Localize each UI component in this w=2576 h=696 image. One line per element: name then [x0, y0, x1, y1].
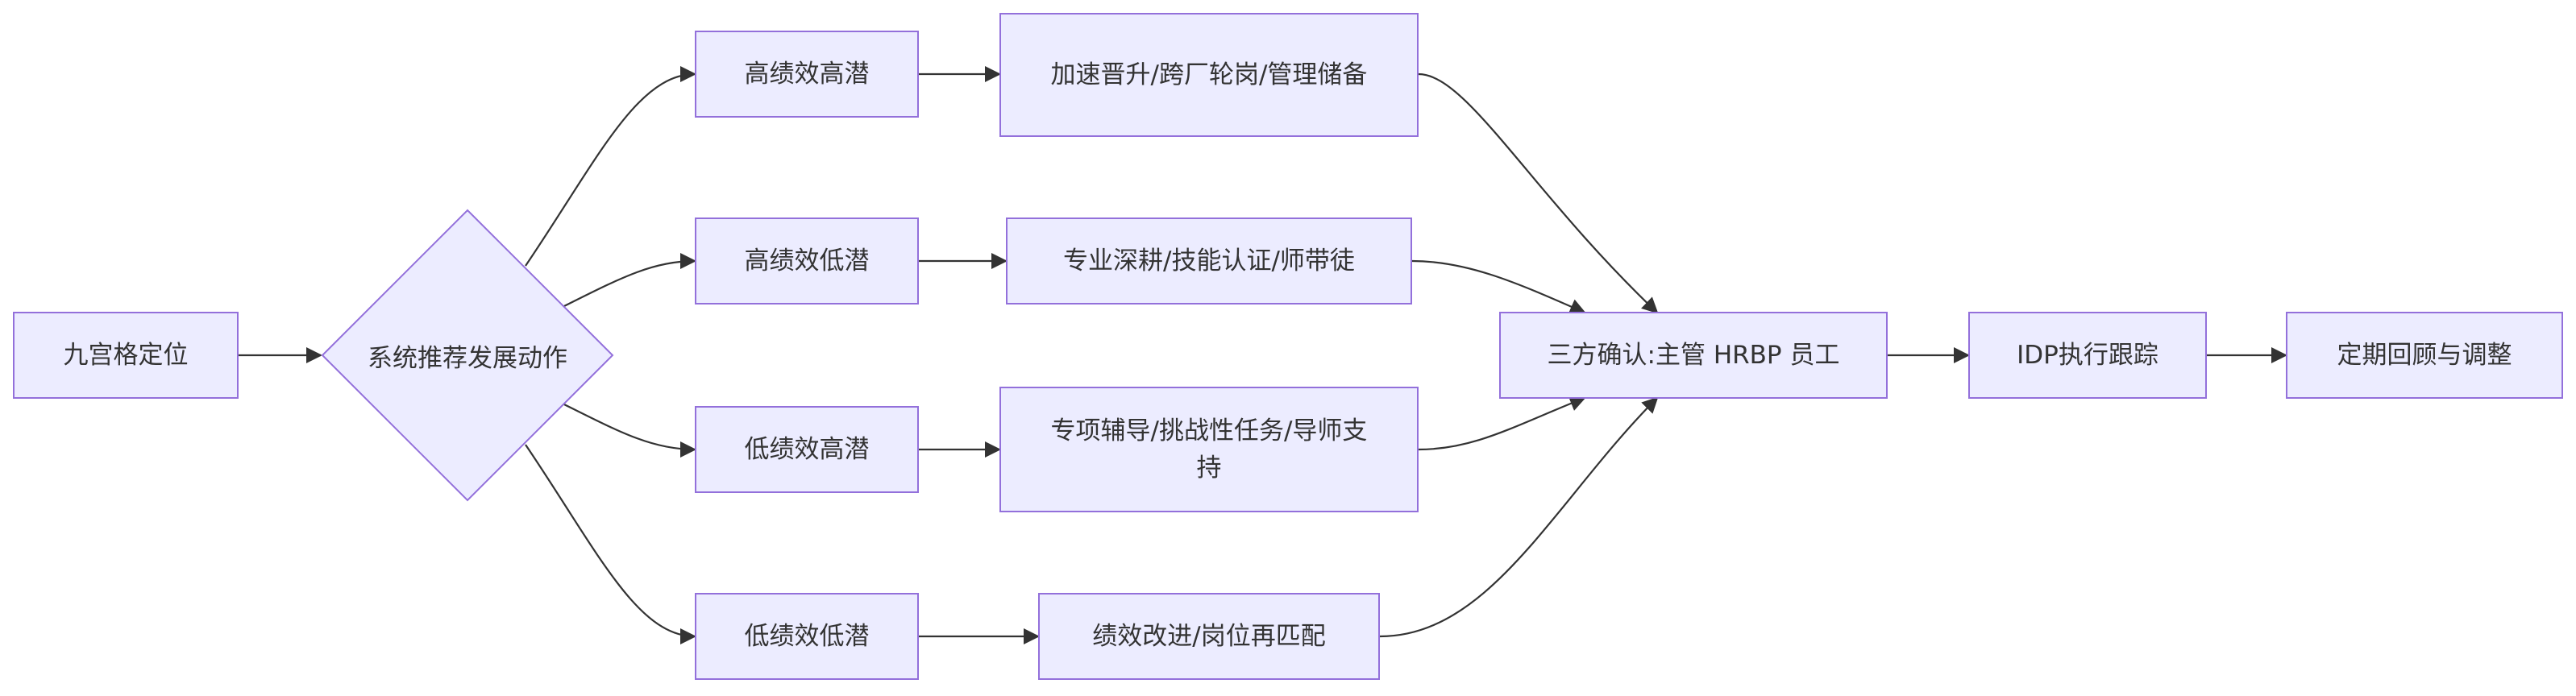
node-action-accelerated-promotion[interactable]: 加速晋升/跨厂轮岗/管理储备 [999, 13, 1419, 137]
node-action-accelerated-promotion-label: 加速晋升/跨厂轮岗/管理储备 [1050, 60, 1368, 89]
edge-a-ll-to-confirm [1379, 396, 1659, 638]
node-nine-grid-positioning-label: 九宫格定位 [63, 341, 189, 370]
node-low-perf-high-potential[interactable]: 低绩效高潜 [695, 406, 919, 493]
node-high-perf-low-potential-label: 高绩效低潜 [744, 246, 870, 276]
node-action-professional-deepening-label: 专业深耕/技能认证/师带徒 [1063, 246, 1355, 276]
node-low-perf-high-potential-label: 低绩效高潜 [744, 435, 870, 464]
node-high-perf-high-potential-label: 高绩效高潜 [744, 60, 870, 89]
node-action-performance-improvement[interactable]: 绩效改进/岗位再匹配 [1038, 593, 1380, 680]
node-idp-tracking[interactable]: IDP执行跟踪 [1968, 312, 2207, 399]
node-action-special-coaching[interactable]: 专项辅导/挑战性任务/导师支持 [999, 387, 1419, 512]
edge-recommend-to-ll [525, 444, 696, 644]
edge-recommend-to-hh [525, 66, 696, 267]
node-low-perf-low-potential-label: 低绩效低潜 [744, 622, 870, 651]
edge-recommend-to-lh [563, 404, 696, 458]
node-tripartite-confirmation-label: 三方确认:主管 HRBP 员工 [1547, 341, 1840, 370]
edge-recommend-to-hl [563, 253, 696, 307]
node-action-professional-deepening[interactable]: 专业深耕/技能认证/师带徒 [1006, 218, 1412, 304]
node-nine-grid-positioning[interactable]: 九宫格定位 [13, 312, 239, 399]
node-idp-tracking-label: IDP执行跟踪 [2017, 341, 2158, 370]
node-tripartite-confirmation[interactable]: 三方确认:主管 HRBP 员工 [1499, 312, 1888, 399]
node-low-perf-low-potential[interactable]: 低绩效低潜 [695, 593, 919, 680]
edge-a-hl-to-confirm [1411, 259, 1586, 314]
node-high-perf-high-potential[interactable]: 高绩效高潜 [695, 31, 919, 118]
decision-diamond-shape [321, 209, 614, 502]
edge-a-lh-to-confirm [1418, 396, 1586, 451]
edge-a-hh-to-confirm [1418, 72, 1659, 314]
node-action-special-coaching-label: 专项辅导/挑战性任务/导师支持 [1050, 416, 1368, 483]
node-periodic-review-label: 定期回顾与调整 [2337, 341, 2512, 370]
node-periodic-review[interactable]: 定期回顾与调整 [2286, 312, 2563, 399]
node-high-perf-low-potential[interactable]: 高绩效低潜 [695, 218, 919, 304]
node-action-performance-improvement-label: 绩效改进/岗位再匹配 [1092, 622, 1326, 651]
